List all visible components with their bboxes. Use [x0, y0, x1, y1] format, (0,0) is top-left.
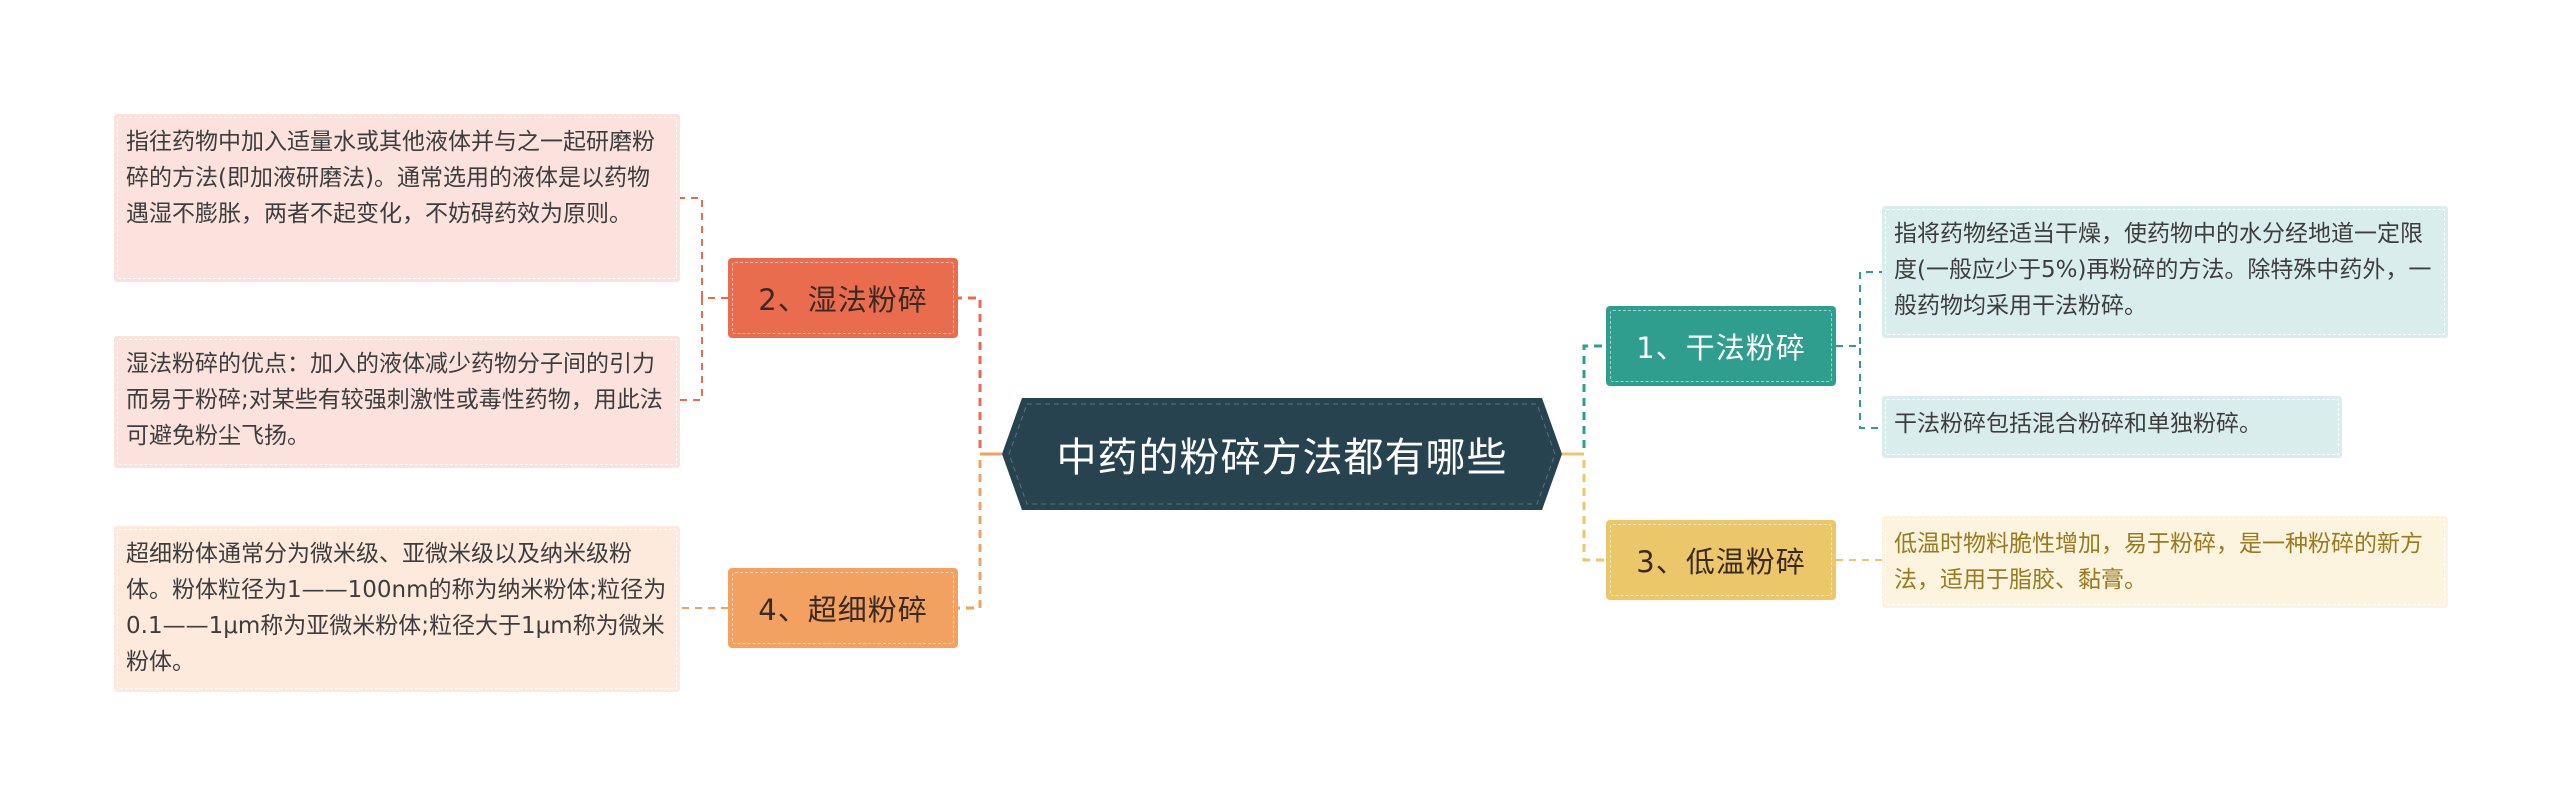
branch-low-label: 3、低温粉碎 — [1636, 545, 1806, 579]
branch-low-temp-grinding[interactable]: 3、低温粉碎 — [1606, 520, 1836, 600]
connector-dry-leaf2 — [1836, 345, 1882, 429]
root-title: 中药的粉碎方法都有哪些 — [1056, 435, 1508, 481]
connector-root-dry — [1562, 344, 1606, 456]
leaf-dry-types: 干法粉碎包括混合粉碎和单独粉碎。 — [1882, 396, 2342, 458]
connector-wet-leaf2 — [680, 297, 728, 401]
branch-ultra-label: 4、超细粉碎 — [758, 593, 928, 627]
branch-ultrafine-grinding[interactable]: 4、超细粉碎 — [728, 568, 958, 648]
leaf-ultrafine-classification: 超细粉体通常分为微米级、亚微米级以及纳米级粉体。粉体粒径为1——100nm的称为… — [114, 526, 680, 692]
branch-dry-grinding[interactable]: 1、干法粉碎 — [1606, 306, 1836, 386]
branch-wet-grinding[interactable]: 2、湿法粉碎 — [728, 258, 958, 338]
leaf-low-temp-text: 低温时物料脆性增加，易于粉碎，是一种粉碎的新方法，适用于脂胶、黏膏。 — [1894, 531, 2423, 593]
leaf-low-temp-definition: 低温时物料脆性增加，易于粉碎，是一种粉碎的新方法，适用于脂胶、黏膏。 — [1882, 516, 2448, 608]
root-node[interactable]: 中药的粉碎方法都有哪些 — [1002, 398, 1562, 510]
connector-root-low — [1562, 452, 1606, 562]
leaf-wet-advantages-text: 湿法粉碎的优点：加入的液体减少药物分子间的引力而易于粉碎;对某些有较强刺激性或毒… — [126, 351, 663, 449]
leaf-dry-types-text: 干法粉碎包括混合粉碎和单独粉碎。 — [1894, 411, 2262, 437]
leaf-dry-definition-text: 指将药物经适当干燥，使药物中的水分经地道一定限度(一般应少于5%)再粉碎的方法。… — [1894, 221, 2432, 319]
leaf-wet-advantages: 湿法粉碎的优点：加入的液体减少药物分子间的引力而易于粉碎;对某些有较强刺激性或毒… — [114, 336, 680, 468]
connector-root-wet — [958, 296, 1002, 456]
root-hexagon-shape — [1002, 398, 1562, 510]
connector-dry-leaf1 — [1836, 271, 1882, 347]
branch-dry-label: 1、干法粉碎 — [1636, 331, 1806, 365]
leaf-ultrafine-text: 超细粉体通常分为微米级、亚微米级以及纳米级粉体。粉体粒径为1——100nm的称为… — [126, 541, 667, 675]
leaf-dry-definition: 指将药物经适当干燥，使药物中的水分经地道一定限度(一般应少于5%)再粉碎的方法。… — [1882, 206, 2448, 338]
connector-wet-leaf1 — [680, 197, 728, 299]
connector-root-ultra — [958, 452, 1002, 610]
leaf-wet-definition: 指往药物中加入适量水或其他液体并与之一起研磨粉碎的方法(即加液研磨法)。通常选用… — [114, 114, 680, 282]
branch-wet-label: 2、湿法粉碎 — [758, 283, 928, 317]
leaf-wet-definition-text: 指往药物中加入适量水或其他液体并与之一起研磨粉碎的方法(即加液研磨法)。通常选用… — [126, 129, 655, 227]
